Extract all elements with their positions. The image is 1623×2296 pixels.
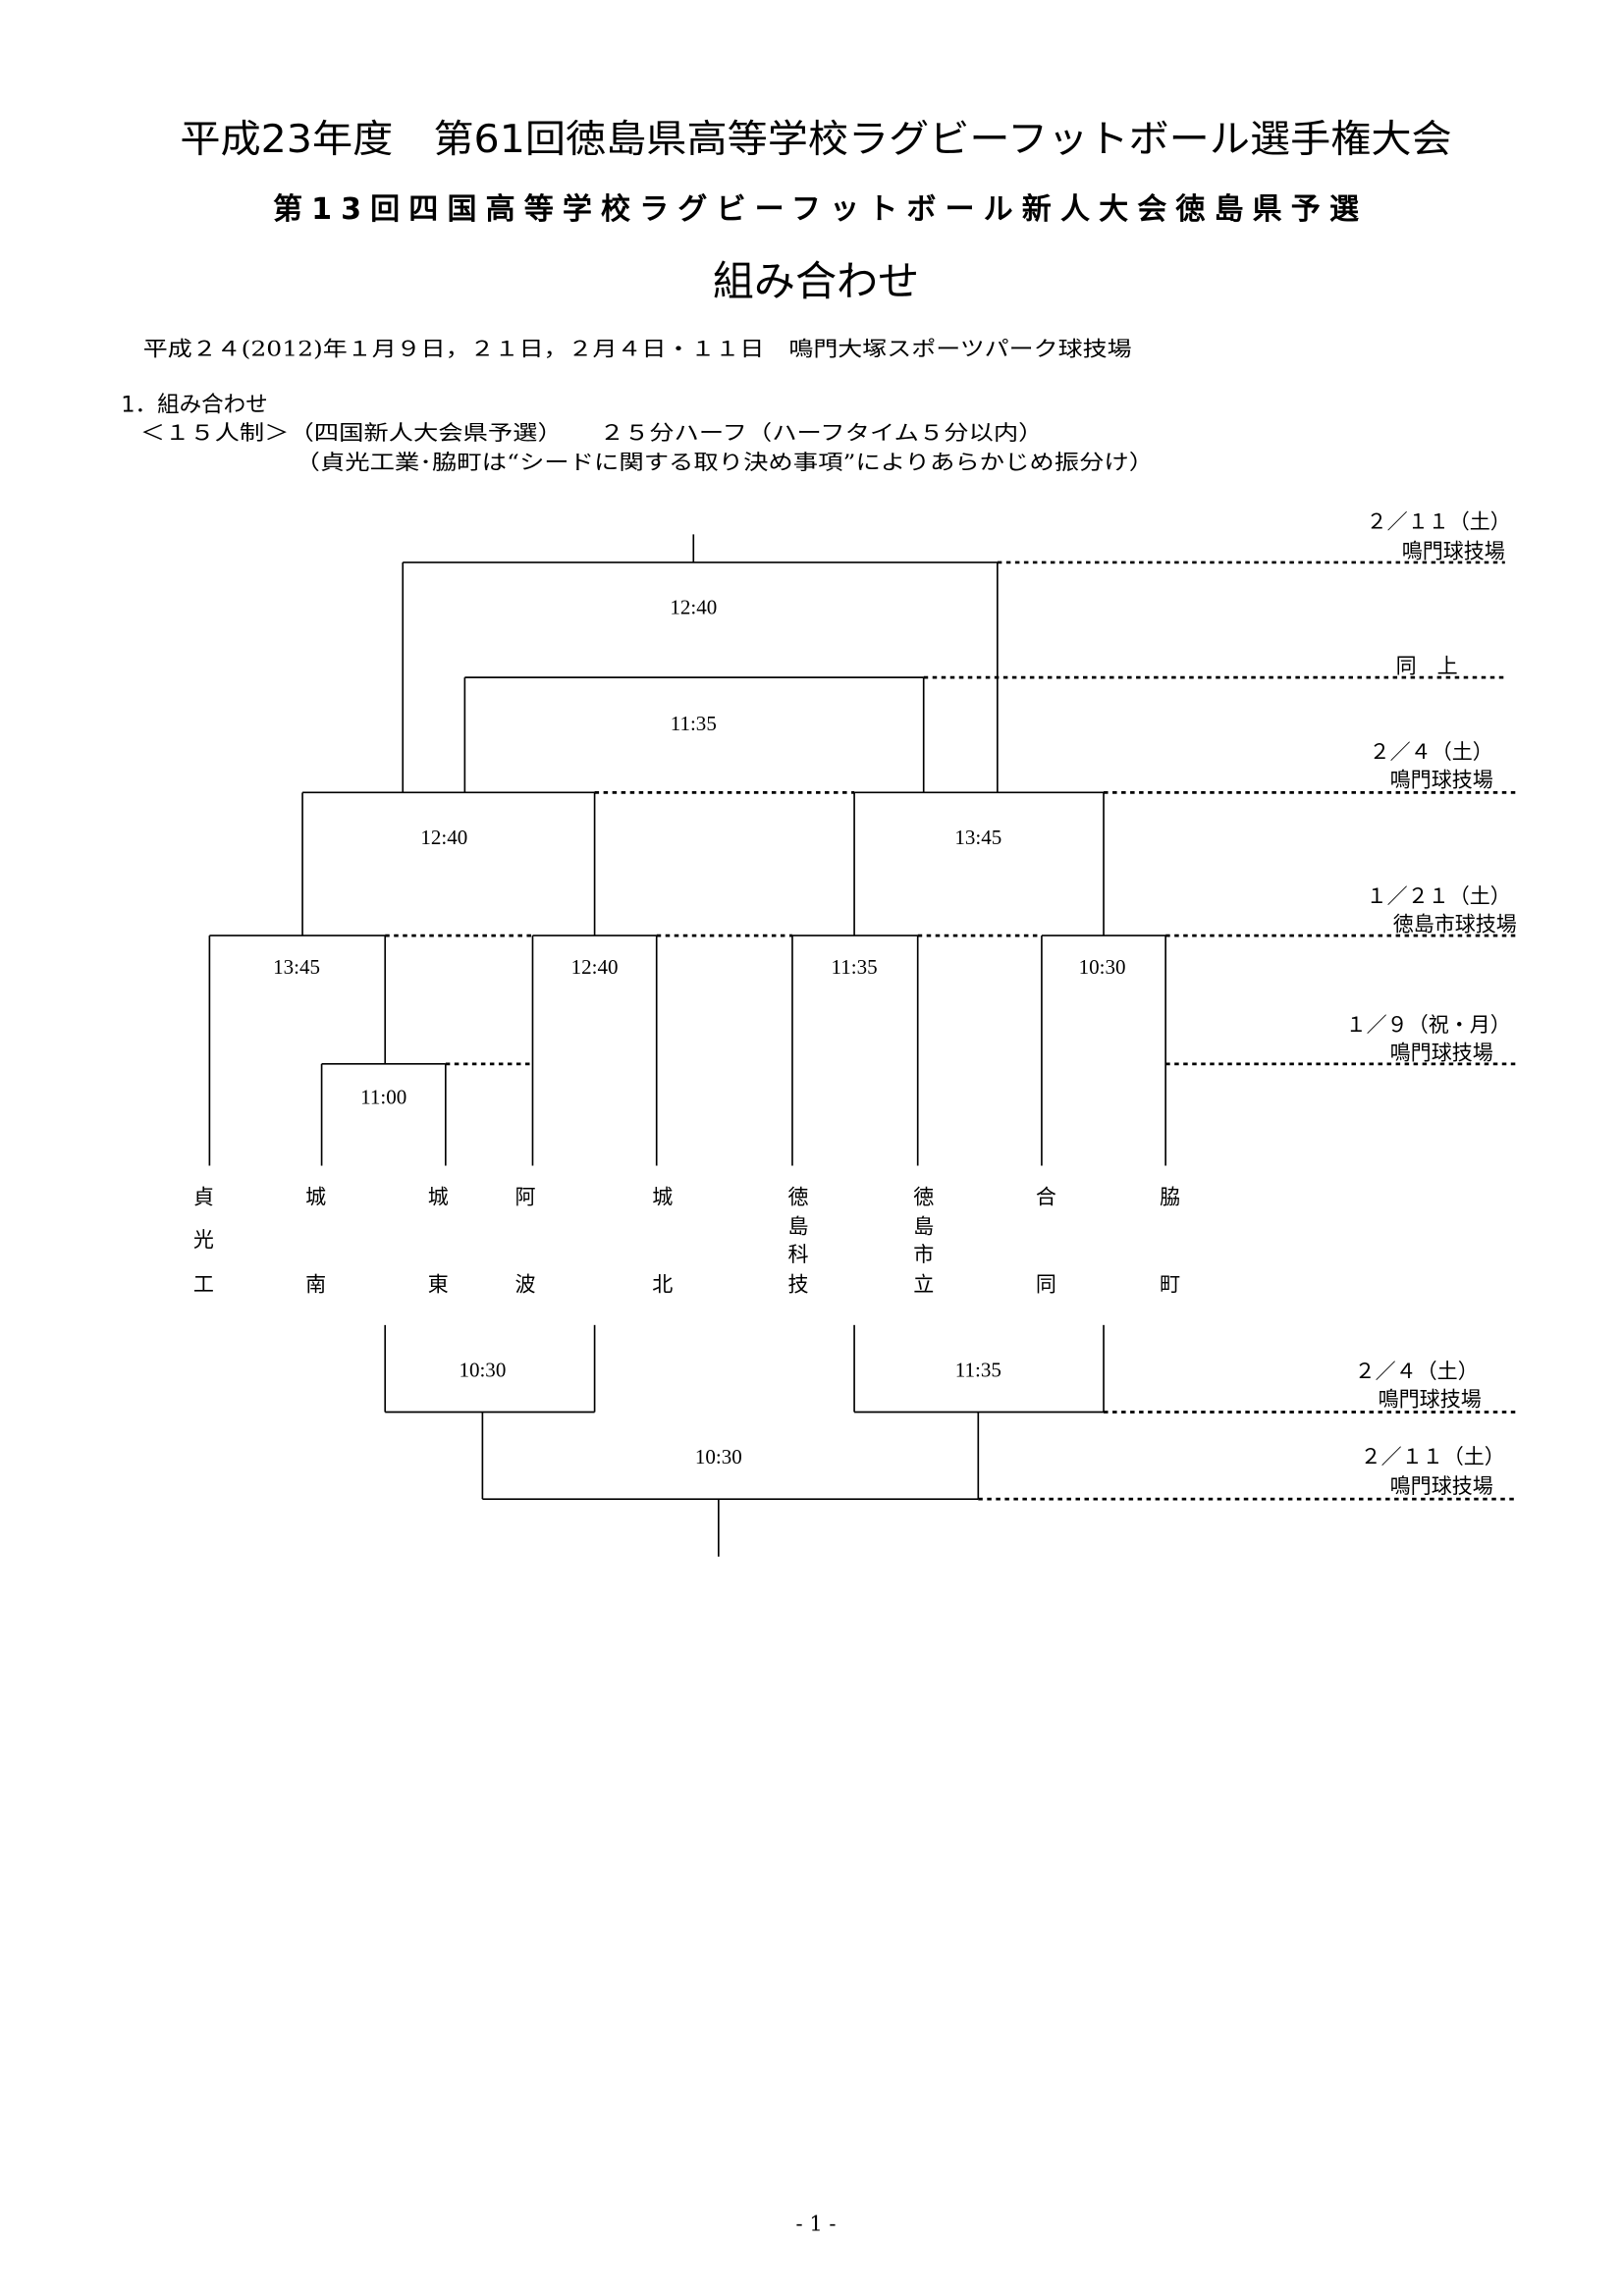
- dates-venue: 平成２４(2012)年１月９日，２１日，２月４日・１１日 鳴門大塚スポーツパーク…: [143, 337, 1132, 361]
- round-venue: 鳴門球技場: [1390, 1473, 1493, 1498]
- seed-note: （貞光工業･脇町は“シードに関する取り決め事項”によりあらかじめ振分け）: [296, 450, 1155, 474]
- time-qf2: 12:40: [571, 955, 619, 979]
- team-joto: 城: [428, 1185, 449, 1209]
- round-venue: 鳴門球技場: [1390, 1040, 1493, 1064]
- round-venue: 鳴門球技場: [1402, 538, 1505, 562]
- round-venue: 鳴門球技場: [1390, 767, 1493, 791]
- round-date: ２／４（土）: [1370, 739, 1493, 764]
- team-char: 南: [305, 1271, 326, 1296]
- team-jonan: 城: [305, 1185, 326, 1209]
- time-qf3: 11:35: [832, 955, 878, 979]
- team-char: 北: [652, 1271, 673, 1296]
- round-venue: 徳島市球技場: [1393, 912, 1517, 936]
- round-date: 同 上: [1396, 654, 1458, 678]
- team-char: 科: [787, 1242, 808, 1266]
- round-date: ２／１１（土）: [1361, 1444, 1505, 1468]
- round-labels: ２／１１（土） 鳴門球技場 同 上 ２／４（土） 鳴門球技場 １／２１（土） 徳…: [1346, 508, 1517, 1498]
- team-char: 工: [193, 1271, 214, 1296]
- page-title: 平成23年度 第61回徳島県高等学校ラグビーフットボール選手権大会: [180, 118, 1451, 162]
- team-char: 東: [428, 1271, 449, 1296]
- page-heading: 組み合わせ: [713, 257, 919, 305]
- team-char: 光: [193, 1227, 214, 1252]
- teams: 貞 光 工 城 南 城 東 阿 波 城 北 徳 島 科 技 徳 島 市 立 合 …: [193, 1185, 1180, 1297]
- team-char: 市: [913, 1242, 934, 1266]
- page-number: - 1 -: [796, 2212, 837, 2236]
- match-times: 12:40 11:35 12:40 13:45 13:45 12:40 11:3…: [273, 596, 1125, 1469]
- round-date: １／２１（土）: [1367, 883, 1511, 908]
- bracket-lines: [208, 534, 1166, 1557]
- time-qf4: 10:30: [1079, 955, 1126, 979]
- team-awa: 阿: [514, 1185, 535, 1209]
- team-char: 町: [1160, 1271, 1180, 1296]
- team-tokushima-shiritsu: 徳: [913, 1185, 934, 1209]
- round-date: １／９（祝・月）: [1346, 1012, 1511, 1037]
- round-date: ２／４（土）: [1355, 1359, 1479, 1383]
- team-godo: 合: [1036, 1185, 1056, 1209]
- rule-line: ＜１５人制＞（四国新人大会県予選） ２５分ハーフ（ハーフタイム５分以内）: [140, 420, 1044, 445]
- time-third-place: 11:35: [671, 712, 717, 735]
- round-date: ２／１１（土）: [1367, 508, 1511, 533]
- time-consolation-left: 10:30: [459, 1358, 506, 1381]
- team-tokushima-kagi: 徳: [787, 1185, 808, 1209]
- team-char: 島: [787, 1214, 808, 1239]
- time-consolation-right: 11:35: [955, 1358, 1001, 1381]
- section-title: 1．組み合わせ: [121, 393, 268, 418]
- time-final: 12:40: [670, 596, 717, 619]
- team-char: 島: [913, 1214, 934, 1239]
- page-subtitle: 第13回四国高等学校ラグビーフットボール新人大会徳島県予選: [273, 192, 1359, 227]
- time-semi-right: 13:45: [954, 826, 1001, 849]
- time-semi-left: 12:40: [420, 826, 467, 849]
- team-wakimachi: 脇: [1160, 1185, 1180, 1209]
- team-sadamitsu: 貞: [193, 1185, 214, 1209]
- team-char: 技: [787, 1271, 808, 1296]
- time-first-round: 11:00: [360, 1085, 406, 1108]
- team-char: 同: [1036, 1271, 1056, 1296]
- round-dividers: [385, 561, 1517, 1501]
- round-venue: 鳴門球技場: [1379, 1386, 1482, 1411]
- time-consolation-final: 10:30: [695, 1445, 742, 1468]
- time-qf1: 13:45: [273, 955, 320, 979]
- team-char: 立: [913, 1271, 934, 1296]
- team-char: 波: [514, 1271, 535, 1296]
- team-johoku: 城: [652, 1185, 673, 1209]
